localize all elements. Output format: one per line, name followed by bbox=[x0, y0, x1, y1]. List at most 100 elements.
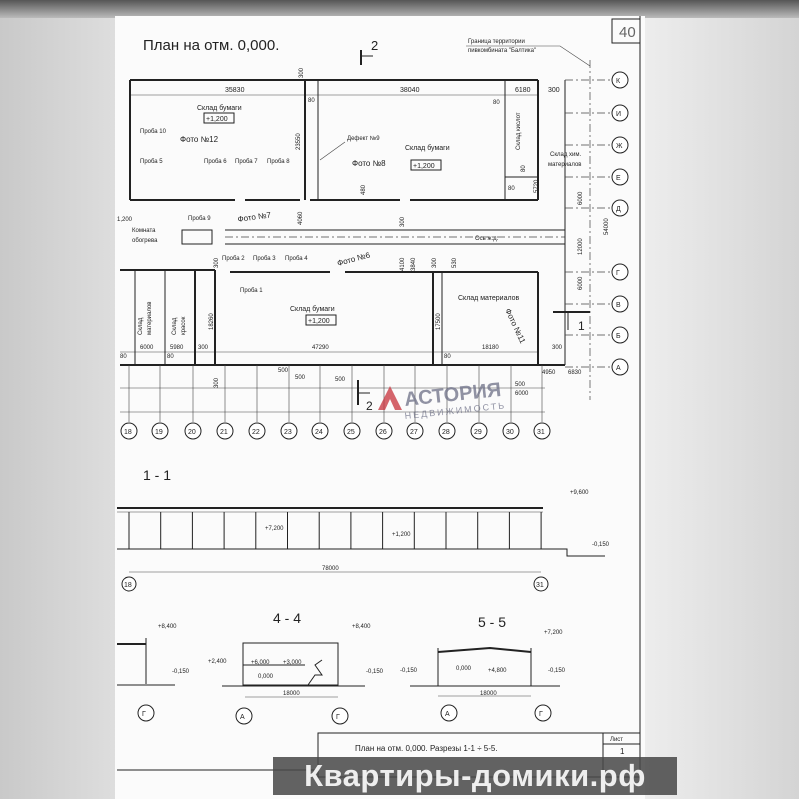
title-block: План на отм. 0,000. Разрезы 1-1 ÷ 5-5. Л… bbox=[117, 16, 641, 778]
svg-text:+3,000: +3,000 bbox=[283, 660, 302, 666]
svg-text:Г: Г bbox=[539, 711, 543, 718]
svg-text:-0,150: -0,150 bbox=[172, 669, 190, 675]
svg-text:+7,200: +7,200 bbox=[544, 630, 563, 636]
svg-text:+8,400: +8,400 bbox=[158, 624, 177, 630]
svg-text:А: А bbox=[240, 714, 245, 721]
level-room-3: +1,200 bbox=[308, 318, 330, 325]
dim: 5980 bbox=[170, 345, 184, 351]
svg-text:31: 31 bbox=[536, 582, 544, 589]
dim: 6830 bbox=[568, 370, 582, 376]
svg-text:26: 26 bbox=[379, 429, 387, 436]
dim: 300 bbox=[198, 345, 209, 351]
row-axis-bubble: Ж bbox=[565, 136, 629, 154]
dim: 500 bbox=[515, 382, 526, 388]
dim: 3840 bbox=[411, 257, 417, 271]
section-mark-bottom: 2 bbox=[357, 380, 373, 413]
svg-text:И: И bbox=[616, 111, 621, 118]
note-probe-6: Проба 6 bbox=[204, 159, 227, 165]
dim: 23550 bbox=[296, 133, 302, 150]
svg-text:4 - 4: 4 - 4 bbox=[273, 610, 301, 626]
dim-300: 300 bbox=[548, 87, 560, 94]
dim: 18260 bbox=[209, 313, 215, 330]
svg-text:24: 24 bbox=[315, 429, 323, 436]
svg-text:18: 18 bbox=[124, 582, 132, 589]
room-paper-store-3: Склад бумаги bbox=[290, 305, 335, 313]
svg-text:18000: 18000 bbox=[480, 691, 497, 697]
photo-background-right bbox=[639, 0, 799, 799]
astoria-logo-icon bbox=[378, 386, 402, 410]
row-axis-bubble: В bbox=[565, 295, 629, 313]
photo-background-left bbox=[0, 0, 118, 799]
room-chem-store-1: Склад хим. bbox=[550, 152, 582, 158]
dim: 80 bbox=[521, 165, 527, 172]
dim: 300 bbox=[400, 216, 406, 227]
svg-text:2: 2 bbox=[366, 399, 373, 413]
section-mark-right: 1 bbox=[553, 311, 590, 333]
room-heating-1: Комната bbox=[132, 228, 156, 234]
column-axis-bubble: 20 bbox=[184, 365, 202, 440]
svg-text:30: 30 bbox=[506, 429, 514, 436]
note-probe-5: Проба 5 bbox=[140, 159, 163, 165]
dim: 300 bbox=[214, 257, 220, 268]
column-axis-bubble: 29 bbox=[470, 365, 488, 440]
svg-text:18: 18 bbox=[124, 429, 132, 436]
dim-6180: 6180 bbox=[515, 87, 531, 94]
dim-35830: 35830 bbox=[225, 87, 245, 94]
note-photo-7: Фото №7 bbox=[237, 210, 272, 224]
upper-block-walls bbox=[129, 79, 539, 201]
svg-text:А: А bbox=[445, 711, 450, 718]
column-axis-bubble: 18 bbox=[120, 365, 138, 440]
dim: 500 bbox=[278, 368, 289, 374]
svg-text:А: А bbox=[616, 365, 621, 372]
svg-text:31: 31 bbox=[537, 429, 545, 436]
room-materials-small-1: Склад bbox=[138, 317, 144, 335]
svg-text:5 - 5: 5 - 5 bbox=[478, 614, 506, 630]
svg-text:+6,000: +6,000 bbox=[251, 660, 270, 666]
dim: 17500 bbox=[436, 313, 442, 330]
dim: 18180 bbox=[482, 345, 499, 351]
svg-text:Г: Г bbox=[616, 270, 620, 277]
lower-block-walls bbox=[120, 269, 565, 366]
svg-text:-0,150: -0,150 bbox=[548, 668, 566, 674]
column-axis-bubble: 28 bbox=[438, 365, 456, 440]
svg-text:0,000: 0,000 bbox=[258, 674, 274, 680]
site-watermark: Квартиры-домики.рф bbox=[273, 757, 677, 795]
dim: 4060 bbox=[298, 211, 304, 225]
column-axis-bubble: 26 bbox=[375, 365, 393, 440]
dim: 300 bbox=[214, 377, 220, 388]
note-probe-7: Проба 7 bbox=[235, 159, 258, 165]
photo-background-top bbox=[0, 0, 799, 18]
row-axis-bubble: А bbox=[565, 358, 629, 376]
row-axis-bubble: Б bbox=[565, 326, 629, 344]
room-paint-1: Склад bbox=[172, 317, 178, 335]
dim: 6000 bbox=[578, 191, 584, 205]
svg-text:29: 29 bbox=[474, 429, 482, 436]
level-room-2: +1,200 bbox=[413, 163, 435, 170]
svg-text:-0,150: -0,150 bbox=[366, 669, 384, 675]
room-acid-store: Склад кислот bbox=[516, 112, 522, 150]
svg-text:Г: Г bbox=[142, 711, 146, 718]
svg-text:+4,800: +4,800 bbox=[488, 668, 507, 674]
dim: 80 bbox=[308, 98, 315, 104]
dim: 80 bbox=[444, 354, 451, 360]
column-axis-bubble: 23 bbox=[280, 365, 298, 440]
note-photo-8: Фото №8 bbox=[352, 159, 386, 168]
column-axis-bubble: 31 bbox=[533, 365, 551, 440]
note-probe-4: Проба 4 bbox=[285, 256, 308, 262]
column-axis-bubble: 27 bbox=[406, 365, 424, 440]
svg-text:27: 27 bbox=[410, 429, 418, 436]
section-4-4: 4 - 4 18000 +8,400 +2,400 +6,000 +3,000 … bbox=[208, 610, 384, 725]
room-materials-store: Склад материалов bbox=[458, 295, 520, 302]
svg-text:Ж: Ж bbox=[616, 143, 623, 150]
dim: 5720 bbox=[534, 179, 540, 193]
svg-text:Е: Е bbox=[616, 175, 621, 182]
note-probe-1: Проба 1 bbox=[240, 288, 263, 294]
boundary-note-2: пивкомбината "Балтика" bbox=[468, 48, 536, 54]
dim: 12000 bbox=[578, 238, 584, 255]
corner-sheet-number: 40 bbox=[619, 24, 636, 41]
level-room-1: +1,200 bbox=[206, 116, 228, 123]
section-1-1: 1 - 1 78000 +9,600 +7,200 +1,200 -0,150 … bbox=[117, 467, 610, 592]
room-chem-store-2: материалов bbox=[548, 162, 581, 168]
svg-text:21: 21 bbox=[220, 429, 228, 436]
svg-text:Д: Д bbox=[616, 206, 621, 213]
